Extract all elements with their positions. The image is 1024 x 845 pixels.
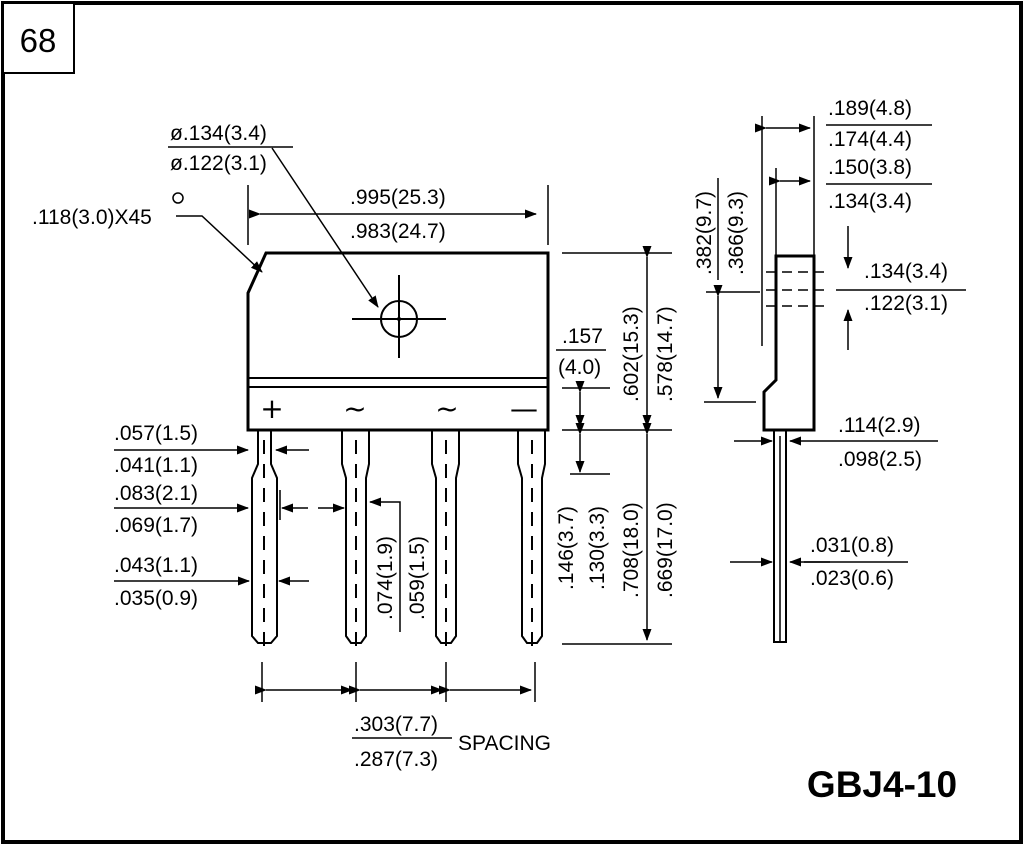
dim-lead-length-max: .708(18.0) xyxy=(620,502,643,598)
pin-label-ac2: ~ xyxy=(435,392,458,425)
dim-side-hole-max: .134(3.4) xyxy=(864,260,948,283)
front-view: + ~ ~ — xyxy=(246,251,550,656)
dim-side-height-min: .366(9.3) xyxy=(725,191,748,275)
dim-spacing-min: .287(7.3) xyxy=(354,748,438,771)
dim-hole-min: ø.122(3.1) xyxy=(170,152,267,175)
dim-step-height: .157 xyxy=(562,325,603,348)
dim-side-lead-min: .098(2.5) xyxy=(838,448,922,471)
dim-step-height-mm: (4.0) xyxy=(558,356,601,379)
page-number-box xyxy=(2,2,75,74)
pin-label-ac1: ~ xyxy=(343,392,366,425)
dim-hole-max: ø.134(3.4) xyxy=(170,122,267,145)
dim-side-width-min: .174(4.4) xyxy=(828,128,912,151)
dim-body-height-max: .602(15.3) xyxy=(620,306,643,402)
dim-side-top-min: .134(3.4) xyxy=(828,190,912,213)
front-dimensions: ø.134(3.4) ø.122(3.1) .118(3.0)X45 .995(… xyxy=(32,122,677,771)
dim-side-width-max: .189(4.8) xyxy=(828,97,912,120)
dim-chamfer: .118(3.0)X45 xyxy=(32,206,152,229)
dim-side-top-max: .150(3.8) xyxy=(828,156,912,179)
lead-3 xyxy=(431,430,460,656)
dim-lead-length-min: .669(17.0) xyxy=(654,502,677,598)
degree-symbol xyxy=(172,192,184,204)
side-dimensions: .189(4.8) .174(4.4) .150(3.8) .134(3.4) … xyxy=(693,97,966,590)
dim-lead-step-min: .130(3.3) xyxy=(586,506,609,590)
dim-body-height-min: .578(14.7) xyxy=(654,306,677,402)
lead-2 xyxy=(341,430,370,656)
dim-pin-width-3-min: .035(0.9) xyxy=(114,587,198,610)
dim-pin-width-2-max: .083(2.1) xyxy=(114,482,198,505)
dim-pin-gap-min: .059(1.5) xyxy=(406,536,429,620)
lead-4 xyxy=(517,430,546,656)
dim-spacing-label: SPACING xyxy=(458,732,551,755)
dim-side-thickness-min: .023(0.6) xyxy=(810,567,894,590)
dim-side-height-max: .382(9.7) xyxy=(693,191,716,275)
dim-side-thickness-max: .031(0.8) xyxy=(810,534,894,557)
dim-spacing-max: .303(7.7) xyxy=(354,713,438,736)
lead-1 xyxy=(251,430,278,656)
page-number: 68 xyxy=(20,22,57,59)
mounting-hole xyxy=(352,275,446,358)
package-body xyxy=(246,251,550,432)
dim-pin-gap-max: .074(1.9) xyxy=(374,536,397,620)
dim-side-hole-min: .122(3.1) xyxy=(864,292,948,315)
dim-lead-step-max: .146(3.7) xyxy=(555,506,578,590)
dim-body-length-max: .995(25.3) xyxy=(350,186,446,209)
pin-label-minus: — xyxy=(510,392,538,425)
dim-pin-width-3-max: .043(1.1) xyxy=(114,554,198,577)
dim-pin-width-1-min: .041(1.1) xyxy=(114,454,198,477)
dim-pin-width-2-min: .069(1.7) xyxy=(114,514,198,537)
part-name: GBJ4-10 xyxy=(807,764,957,805)
dim-pin-width-1-max: .057(1.5) xyxy=(114,422,198,445)
dim-body-length-min: .983(24.7) xyxy=(350,220,446,243)
dim-side-lead-max: .114(2.9) xyxy=(838,414,921,437)
pin-label-plus: + xyxy=(260,392,283,425)
